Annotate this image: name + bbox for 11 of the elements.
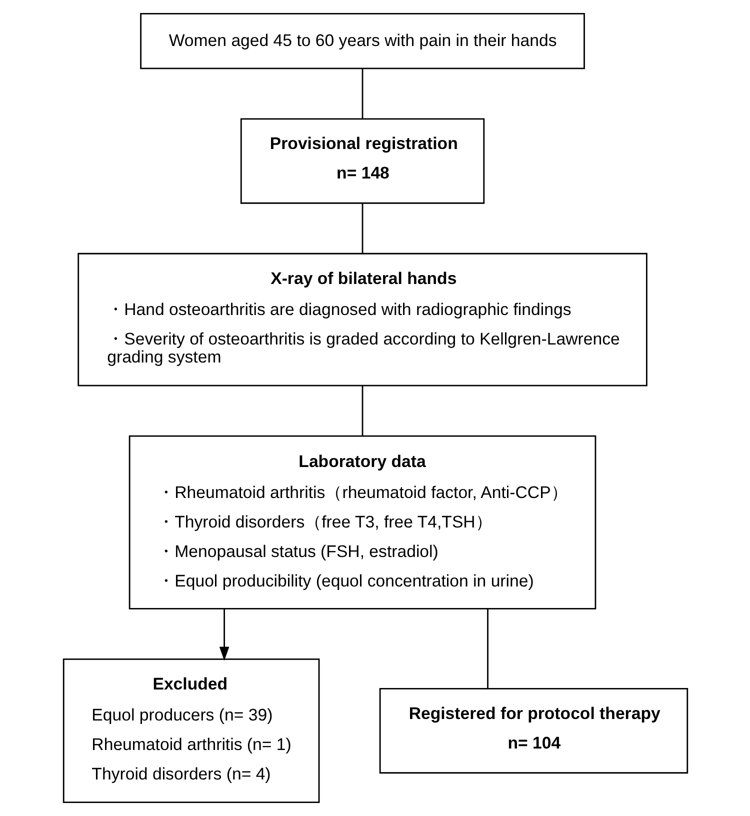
connector [361,68,363,119]
node-box: Excluded Equol producers (n= 39) Rheumatoid arthritis (n= 1) Thyroid disorders (n= 4) [62,658,320,804]
arrow [218,608,229,661]
node-box: Laboratory data ・Rheumatoid arthritis（rheumatoid factor, Anti-CCP） ・Thyroid disorders（free T3, free T4,TSH） ・Menopausal status (FSH, estradiol) ・Equol producibility (equol concentration in urine) [128,435,596,610]
node-box: X-ray of bilateral hands ・Hand osteoarthritis are diagnosed with radiographic findings ・Severity of osteoarthritis is graded according to Kellgren-Lawrence grading system [77,252,647,386]
connector [361,204,363,254]
node-box: Women aged 45 to 60 years with pain in their hands [140,12,584,70]
connector [486,608,488,689]
node-box: Provisional registration n= 148 [240,118,484,204]
connector [361,386,363,436]
node-box: Registered for protocol therapy n= 104 [378,688,688,774]
